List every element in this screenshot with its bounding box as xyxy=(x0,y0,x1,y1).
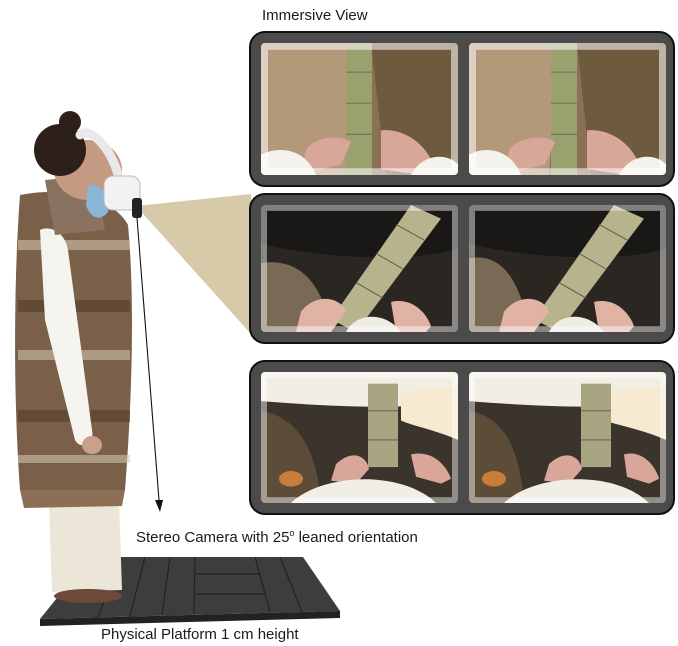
stereo-panel-upright xyxy=(249,31,675,187)
left-eye-view xyxy=(261,372,458,503)
view-cone xyxy=(136,194,251,334)
right-eye-view xyxy=(469,205,666,332)
stereo-panel-leaned xyxy=(249,360,675,515)
right-eye-view xyxy=(469,43,666,175)
camera-direction-arrow xyxy=(137,218,163,512)
person-figure xyxy=(15,111,142,603)
right-eye-view xyxy=(469,372,666,503)
stereo-camera-caption: Stereo Camera with 25o leaned orientatio… xyxy=(136,528,418,546)
stereo-camera-caption-text: Stereo Camera with 25 xyxy=(136,529,289,546)
immersive-view-title: Immersive View xyxy=(262,7,368,24)
left-eye-view xyxy=(261,43,458,175)
stereo-camera-caption-suffix: leaned orientation xyxy=(294,529,417,546)
left-eye-view xyxy=(261,205,458,332)
stereo-panel-down xyxy=(249,193,675,344)
platform-caption: Physical Platform 1 cm height xyxy=(101,626,299,643)
